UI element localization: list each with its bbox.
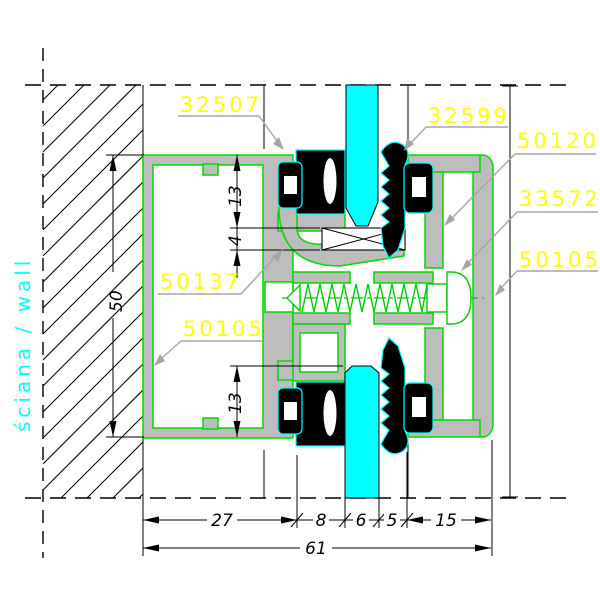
dim-text-50: 50: [107, 290, 127, 312]
wall-label: ściana / wall: [11, 257, 35, 432]
label-text-33572: 33572: [519, 187, 600, 211]
dim-50: 50: [106, 154, 144, 438]
gasket-32599: [380, 141, 434, 259]
wall-hatch: [43, 85, 143, 498]
gasket-32507: [277, 149, 346, 215]
label-50105-right: 50105: [495, 248, 600, 296]
gasket-bottom-right: [380, 337, 434, 455]
dim-4: 4: [226, 235, 320, 266]
mullion-profile-50105: [142, 154, 434, 439]
glazing-hook-50137: [278, 204, 405, 267]
label-text-50120: 50120: [517, 129, 599, 153]
dim-text-15: 15: [435, 511, 457, 531]
label-text-50105-right: 50105: [519, 248, 600, 272]
dim-chain-row1: 27 8 6 5 15: [143, 511, 491, 531]
dim-text-5: 5: [387, 511, 398, 531]
dim-13-bottom: 13: [226, 365, 343, 437]
label-50120: 50120: [444, 129, 599, 226]
dim-text-61: 61: [305, 539, 327, 559]
label-32599: 32599: [404, 104, 510, 151]
dim-text-13-top: 13: [226, 185, 246, 207]
dim-text-6: 6: [356, 511, 367, 531]
dim-text-8: 8: [316, 511, 327, 531]
label-50137: 50137: [158, 249, 283, 295]
dim-text-4: 4: [226, 235, 246, 246]
dim-text-27: 27: [211, 511, 233, 531]
section-extension-lines: [142, 85, 518, 556]
screw-33572: [282, 271, 484, 325]
label-text-50137: 50137: [160, 270, 242, 294]
dim-text-13-bottom: 13: [226, 392, 246, 414]
label-32507: 32507: [178, 93, 284, 150]
dim-chain-row2: 61: [143, 539, 491, 559]
label-text-32599: 32599: [428, 104, 510, 128]
glass-pane-top: [345, 84, 379, 227]
dim-13-top: 13: [226, 155, 320, 278]
label-33572: 33572: [461, 187, 600, 271]
label-text-32507: 32507: [180, 93, 262, 117]
glass-pane-bottom: [344, 365, 380, 499]
label-50105-left: 50105: [154, 317, 265, 366]
label-text-50105-left: 50105: [183, 317, 265, 341]
gasket-bottom-left: [277, 381, 346, 447]
